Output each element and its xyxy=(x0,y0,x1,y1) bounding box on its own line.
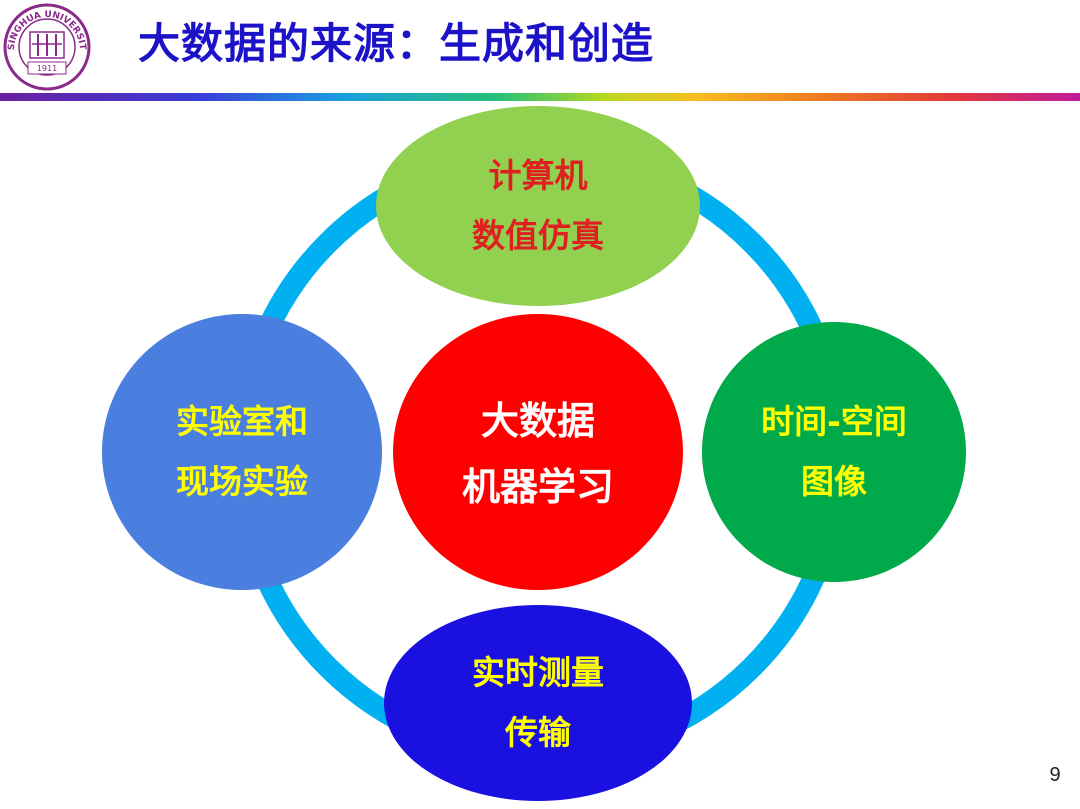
node-bottom-ellipse xyxy=(384,605,692,801)
node-left-label: 实验室和 现场实验 xyxy=(132,392,352,512)
node-left-line1: 实验室和 xyxy=(176,402,308,441)
node-top-label: 计算机 数值仿真 xyxy=(438,146,638,266)
node-bottom-label: 实时测量 传输 xyxy=(428,643,648,763)
node-top-line1: 计算机 xyxy=(488,156,588,195)
node-left-line2: 现场实验 xyxy=(176,462,308,501)
node-top-ellipse xyxy=(376,106,700,306)
node-center-line2: 机器学习 xyxy=(461,465,614,509)
node-right-label: 时间-空间 图像 xyxy=(724,392,944,512)
page-title: 大数据的来源：生成和创造 xyxy=(138,19,655,68)
node-right-circle xyxy=(702,322,966,582)
node-right-line1: 时间-空间 xyxy=(761,402,907,441)
node-bottom-line1: 实时测量 xyxy=(472,653,604,692)
tsinghua-university-seal-icon: TSINGHUA UNIVERSITY 1911 xyxy=(2,2,91,91)
node-center-circle xyxy=(393,314,683,590)
page-number: 9 xyxy=(1049,764,1061,786)
node-left-circle xyxy=(102,314,382,590)
title-underline-bar xyxy=(0,93,1080,101)
node-top-line2: 数值仿真 xyxy=(472,216,604,255)
logo-year: 1911 xyxy=(37,64,57,73)
node-bottom-line2: 传输 xyxy=(505,713,571,752)
node-center-label: 大数据 机器学习 xyxy=(428,388,648,520)
node-center-line1: 大数据 xyxy=(480,399,595,443)
node-right-line2: 图像 xyxy=(801,462,867,501)
